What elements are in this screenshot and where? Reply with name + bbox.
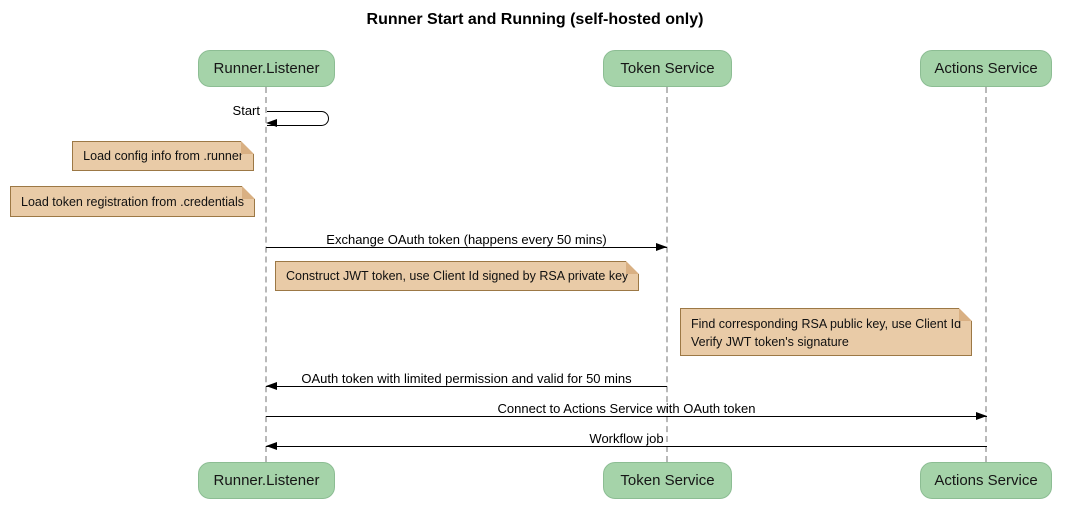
arrowhead-right-icon [656, 243, 667, 251]
note-load-config: Load config info from .runner [72, 141, 254, 171]
note-verify-jwt: Find corresponding RSA public key, use C… [680, 308, 973, 356]
note-text: Construct JWT token, use Client Id signe… [286, 269, 629, 283]
message-connect-actions-service: Connect to Actions Service with OAuth to… [266, 401, 987, 420]
lifeline-actions-service [985, 87, 987, 462]
note-text-line2: Verify JWT token's signature [691, 335, 849, 349]
message-label: Workflow job [589, 431, 664, 446]
diagram-title: Runner Start and Running (self-hosted on… [366, 11, 704, 28]
participant-actions-service-bottom: Actions Service [920, 462, 1052, 499]
message-start-label: Start [232, 103, 260, 118]
message-line [266, 446, 987, 447]
lifeline-runner-listener [265, 87, 267, 462]
message-line [266, 247, 667, 248]
note-fold-icon [626, 261, 640, 274]
arrowhead-right-icon [976, 412, 987, 420]
participant-runner-listener-top: Runner.Listener [198, 50, 335, 87]
note-fold-icon [959, 308, 973, 321]
participant-token-service-top: Token Service [603, 50, 732, 87]
message-label: OAuth token with limited permission and … [301, 371, 632, 386]
arrowhead-left-icon [266, 119, 277, 127]
participant-token-service-bottom: Token Service [603, 462, 732, 499]
participant-label: Token Service [620, 60, 715, 77]
note-text: Load config info from .runner [83, 149, 243, 163]
participant-actions-service-top: Actions Service [920, 50, 1052, 87]
note-construct-jwt: Construct JWT token, use Client Id signe… [275, 261, 640, 291]
message-workflow-job: Workflow job [266, 431, 987, 450]
participant-label: Actions Service [934, 472, 1038, 489]
message-line [266, 416, 987, 417]
note-text-line1: Find corresponding RSA public key, use C… [691, 317, 962, 331]
note-load-token-registration: Load token registration from .credential… [10, 186, 256, 217]
message-line [266, 386, 667, 387]
message-label: Exchange OAuth token (happens every 50 m… [326, 232, 607, 247]
note-fold-icon [242, 186, 256, 199]
arrowhead-left-icon [266, 442, 277, 450]
message-label: Connect to Actions Service with OAuth to… [497, 401, 756, 416]
message-exchange-oauth-token: Exchange OAuth token (happens every 50 m… [266, 232, 667, 251]
lifeline-token-service [666, 87, 668, 462]
message-oauth-token-return: OAuth token with limited permission and … [266, 371, 667, 390]
self-loop-arrow [267, 111, 329, 126]
participant-runner-listener-bottom: Runner.Listener [198, 462, 335, 499]
participant-label: Token Service [620, 472, 715, 489]
note-text: Load token registration from .credential… [21, 194, 245, 209]
participant-label: Runner.Listener [213, 472, 320, 489]
arrowhead-left-icon [266, 382, 277, 390]
note-fold-icon [241, 141, 254, 154]
participant-label: Actions Service [934, 60, 1038, 77]
participant-label: Runner.Listener [213, 60, 320, 77]
